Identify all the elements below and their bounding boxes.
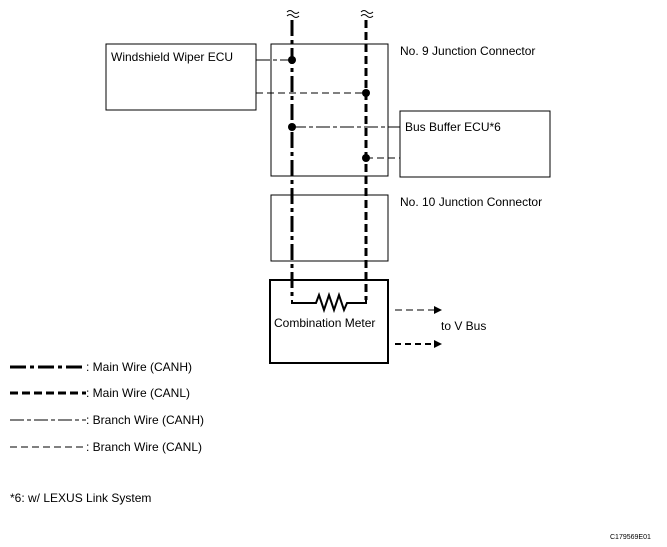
- combination-meter-label: Combination Meter: [274, 316, 375, 330]
- legend-label-branch-canh: : Branch Wire (CANH): [86, 413, 204, 427]
- junction-dot: [362, 89, 370, 97]
- legend-label-main-canl: : Main Wire (CANL): [86, 386, 190, 400]
- junction-dot: [362, 154, 370, 162]
- combination-meter-box: [269, 279, 389, 364]
- bus-buffer-ecu-box: [399, 110, 551, 178]
- footnote: *6: w/ LEXUS Link System: [10, 491, 151, 505]
- legend-label-branch-canl: : Branch Wire (CANL): [86, 440, 202, 454]
- junction-connector-10-label: No. 10 Junction Connector: [400, 195, 542, 209]
- to-v-bus-label: to V Bus: [441, 319, 486, 333]
- junction-connector-9-label: No. 9 Junction Connector: [400, 44, 535, 58]
- junction-connector-10-box: [270, 194, 389, 262]
- to-v-bus-arrow-lower: [395, 340, 442, 348]
- to-v-bus-arrow-upper: [395, 306, 442, 314]
- junction-connector-9-box: [270, 43, 389, 177]
- termination-resistor: [291, 291, 367, 314]
- legend: : Main Wire (CANH) : Main Wire (CANL) : …: [10, 360, 204, 454]
- wire-break-symbol-canh: [286, 10, 300, 18]
- windshield-wiper-ecu-box: [105, 43, 257, 111]
- junction-dot: [288, 56, 296, 64]
- legend-label-main-canh: : Main Wire (CANH): [86, 360, 192, 374]
- bus-buffer-ecu-label: Bus Buffer ECU*6: [405, 120, 501, 134]
- wire-break-symbol-canl: [360, 10, 374, 18]
- windshield-wiper-ecu-label: Windshield Wiper ECU: [111, 50, 233, 64]
- figure-id: C179569E01: [610, 534, 651, 541]
- junction-dot: [288, 123, 296, 131]
